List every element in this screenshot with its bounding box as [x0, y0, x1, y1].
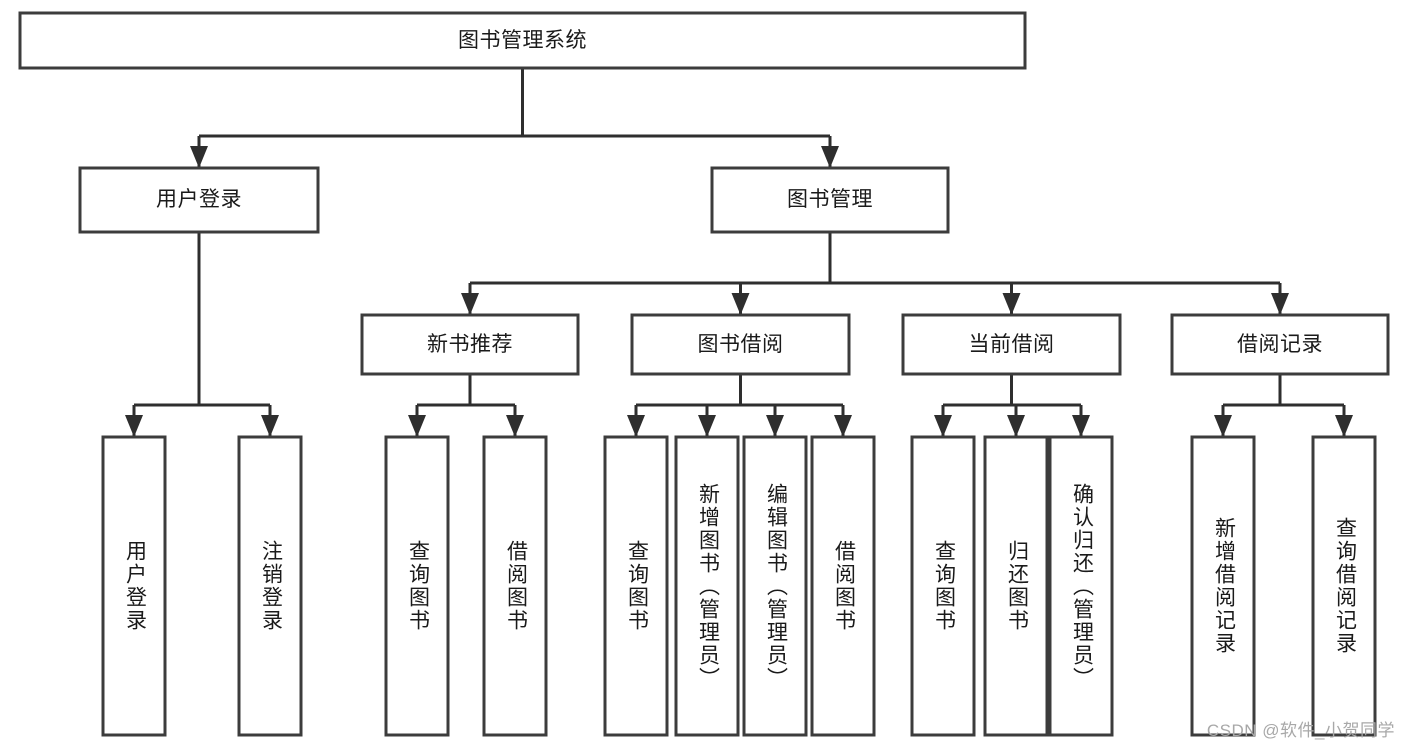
arrow-head-l2-current-borrow — [1002, 293, 1021, 315]
edges-layer — [125, 68, 1353, 437]
arrow-head-leaf-return-book — [1007, 415, 1025, 437]
node-box-leaf-edit-book-admin[interactable] — [742, 435, 808, 737]
arrow-head-leaf-logout-login — [261, 415, 279, 437]
node-box-leaf-borrow-book-2[interactable] — [810, 435, 876, 737]
node-box-leaf-return-book[interactable] — [983, 435, 1049, 737]
arrow-head-leaf-confirm-return-admin — [1072, 415, 1090, 437]
nodes-layer — [18, 11, 1390, 737]
arrow-head-leaf-add-book-admin — [698, 415, 716, 437]
arrow-head-l2-new-book-rec — [461, 293, 479, 315]
arrow-head-leaf-query-book-1 — [408, 415, 426, 437]
arrow-head-l1-book-manage — [821, 146, 839, 168]
arrow-head-leaf-query-borrow-record — [1335, 415, 1353, 437]
arrow-head-l1-user-login — [190, 146, 208, 168]
arrow-head-leaf-borrow-book-1 — [506, 415, 524, 437]
node-box-leaf-query-borrow-record[interactable] — [1311, 435, 1377, 737]
arrow-head-leaf-user-login — [125, 415, 143, 437]
node-box-leaf-user-login[interactable] — [101, 435, 167, 737]
node-box-l2-borrow-record[interactable] — [1170, 313, 1390, 376]
node-box-leaf-query-book-1[interactable] — [384, 435, 450, 737]
node-box-leaf-query-book-2[interactable] — [603, 435, 669, 737]
node-box-l2-book-borrow[interactable] — [630, 313, 851, 376]
node-box-l2-current-borrow[interactable] — [901, 313, 1122, 376]
arrow-head-l2-borrow-record — [1271, 293, 1289, 315]
arrow-head-leaf-edit-book-admin — [766, 415, 784, 437]
arrow-head-leaf-query-book-2 — [627, 415, 645, 437]
node-box-leaf-add-book-admin[interactable] — [674, 435, 740, 737]
node-box-l1-user-login[interactable] — [78, 166, 320, 234]
node-box-leaf-add-borrow-record[interactable] — [1190, 435, 1256, 737]
node-box-leaf-confirm-return-admin[interactable] — [1048, 435, 1114, 737]
arrow-head-leaf-query-book-3 — [934, 415, 952, 437]
arrow-head-leaf-borrow-book-2 — [834, 415, 852, 437]
arrow-head-l2-book-borrow — [731, 293, 750, 315]
node-box-leaf-logout-login[interactable] — [237, 435, 303, 737]
node-box-l2-new-book-rec[interactable] — [360, 313, 580, 376]
node-box-l1-book-manage[interactable] — [710, 166, 950, 234]
node-box-leaf-borrow-book-1[interactable] — [482, 435, 548, 737]
node-box-root[interactable] — [18, 11, 1027, 70]
node-box-leaf-query-book-3[interactable] — [910, 435, 976, 737]
arrow-head-leaf-add-borrow-record — [1214, 415, 1232, 437]
